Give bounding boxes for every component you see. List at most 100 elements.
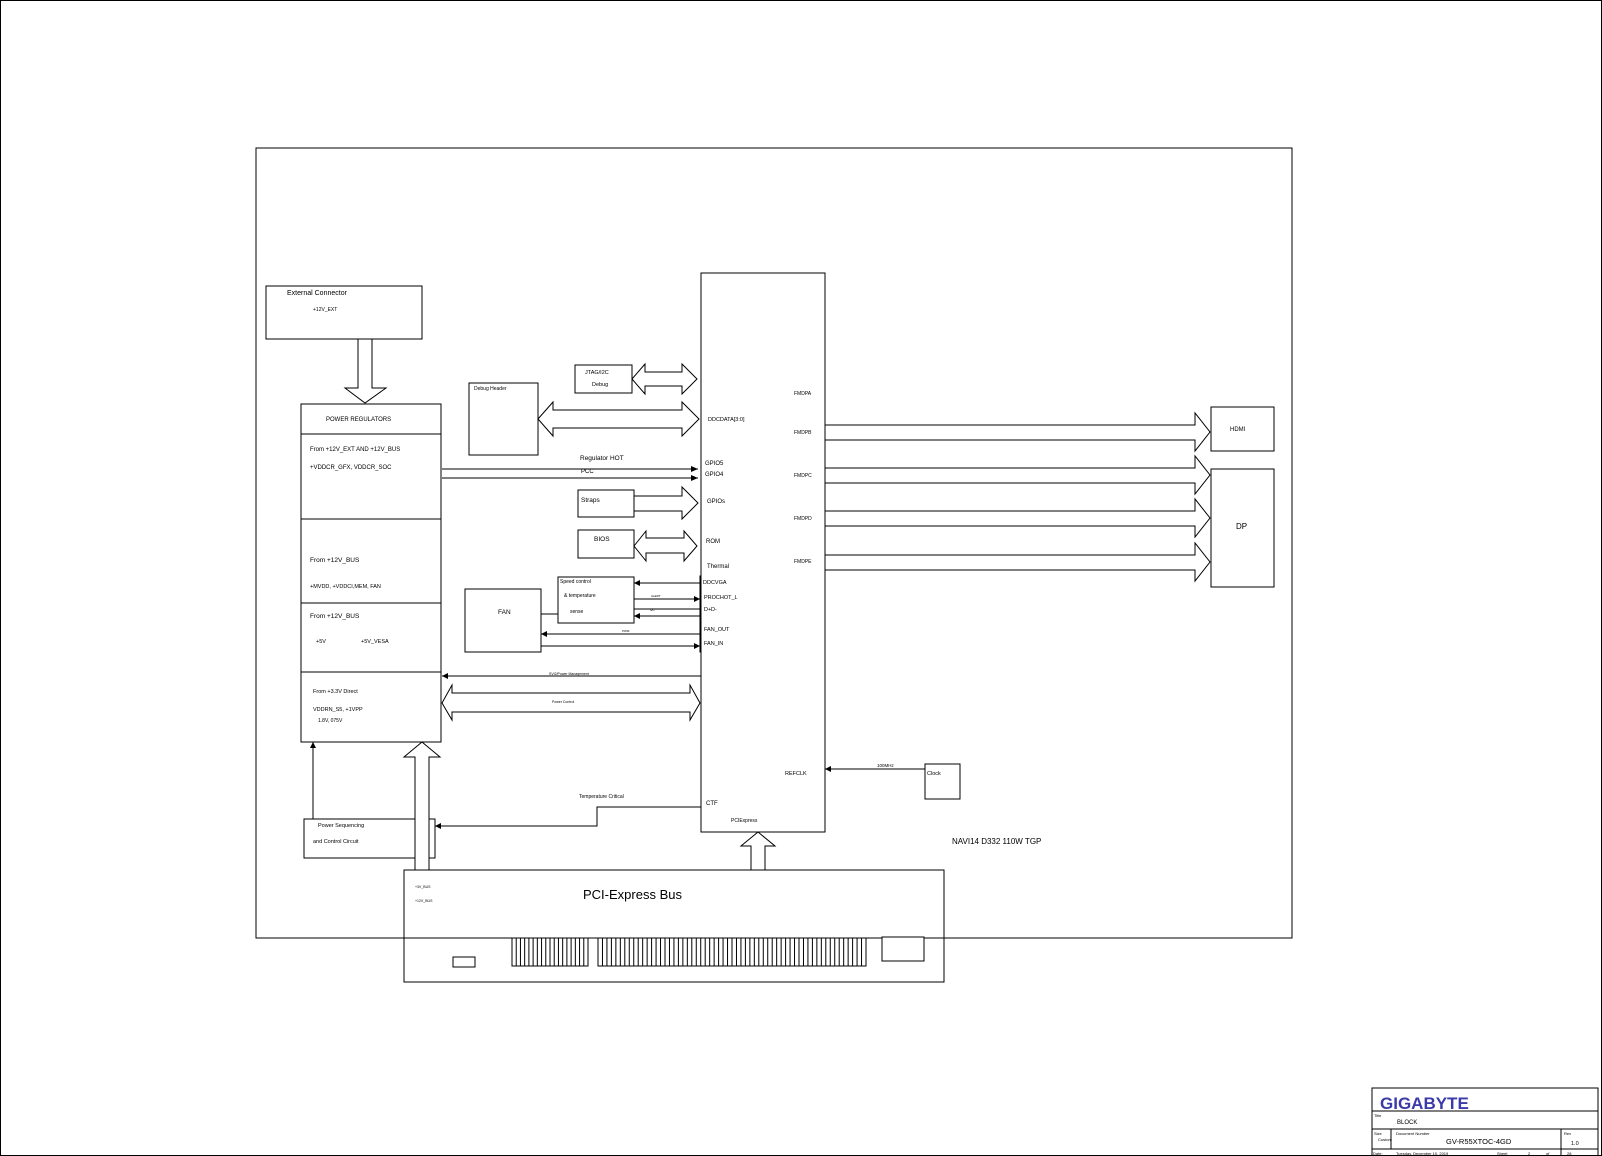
svi2-label: SVI2/Power Management — [549, 672, 589, 676]
dp-label: DP — [1236, 522, 1247, 531]
power-sequencing-line2: and Control Circuit — [313, 839, 359, 845]
display-output-arrows — [824, 411, 1211, 583]
gpu-pin-thermal: Thermal — [707, 564, 729, 570]
speed-control-line1: Speed control — [560, 579, 591, 585]
gpu-pin-pciexpress: PCIExpress — [731, 818, 758, 824]
speed-control-line3: sense — [570, 609, 584, 615]
power-control-bidir-arrow — [441, 683, 701, 722]
svi2-signal: SVI2/Power Management — [442, 672, 701, 679]
ddc-bidir-arrow — [537, 400, 700, 438]
regulator-s3-line2b: +5V_VESA — [361, 639, 389, 645]
alert-label: ALERT — [651, 594, 661, 598]
pcie-key-right — [881, 936, 925, 962]
doc-number-value: GV-R55XTOC-4GD — [1446, 1137, 1512, 1146]
gpu-pin-gpio4: GPIO4 — [705, 472, 724, 478]
clock-label: Clock — [927, 771, 941, 777]
board-note: NAVI14 D332 110W TGP — [952, 837, 1041, 846]
power-sequencing-block: Power Sequencing and Control Circuit — [303, 818, 436, 859]
gpu-pin-fanin: FAN_IN — [704, 641, 723, 647]
power-seq-to-regulator-signal — [310, 742, 316, 819]
of-label: of — [1546, 1151, 1550, 1156]
date-value: Tuesday, December 10, 2019 — [1396, 1151, 1449, 1156]
gpu-pin-fmdpc: FMDPC — [794, 473, 812, 479]
hdmi-connector: HDMI — [1210, 406, 1275, 452]
gpu-pin-ddc: DDCDATA[3:0] — [708, 417, 745, 423]
straps-to-gpu-arrow — [633, 485, 699, 521]
pcie-finger-group-b — [597, 937, 867, 967]
pcie-bus-title: PCI-Express Bus — [583, 887, 682, 902]
pcie-key-left — [452, 956, 476, 968]
regulator-s2-line2: +MVDD, +VDDCI,MEM, FAN — [310, 584, 381, 590]
gpu-pin-fmdpb: FMDPB — [794, 430, 812, 436]
regulator-s1-line1: From +12V_EXT AND +12V_BUS — [310, 447, 400, 453]
pcc-label: PCC — [581, 469, 594, 475]
debug-header-block: Debug Header — [468, 382, 539, 456]
title-label: Title — [1374, 1113, 1382, 1118]
pcc-signal: PCC — [442, 469, 698, 481]
rev-value: 1.0 — [1571, 1141, 1579, 1147]
pcie-rail-12v: +12V_BUS — [415, 899, 433, 903]
gpu-pin-fanout: FAN_OUT — [704, 627, 730, 633]
gpu-pin-fmdpe: FMDPE — [794, 559, 812, 565]
sheet-label: Sheet — [1497, 1151, 1508, 1156]
pcie-to-gpu-arrow — [739, 831, 777, 871]
speed-control-block: Speed control & temperature sense — [557, 576, 635, 624]
pcie-finger-group-a — [511, 937, 589, 967]
doc-number-label: Document Number — [1396, 1131, 1430, 1136]
regulator-s4-line1: From +3.3V Direct — [313, 689, 358, 695]
temperature-critical-signal: Temperature Critical — [435, 794, 701, 829]
external-connector-title: External Connector — [287, 290, 348, 297]
bios-label: BIOS — [594, 536, 610, 543]
dp-connector: DP — [1210, 468, 1275, 588]
fan-label: FAN — [498, 609, 511, 616]
jtag-block: JTAG/I2C Debug — [574, 364, 633, 394]
connector-to-regulator-arrow — [343, 338, 388, 404]
fmdpb-to-hdmi-arrow — [824, 411, 1211, 453]
bios-bidir-arrow — [633, 529, 698, 563]
fan-block: FAN — [464, 588, 542, 653]
size-value: Custom — [1378, 1137, 1392, 1142]
fmdpe-to-dp-arrow — [824, 541, 1211, 583]
straps-block: Straps — [577, 489, 635, 518]
power-sequencing-line1: Power Sequencing — [318, 823, 364, 829]
fmdpd-to-dp-arrow — [824, 497, 1211, 539]
bus-to-regulator-arrow — [402, 741, 442, 871]
power-regulators-title: POWER REGULATORS — [326, 417, 391, 423]
regulator-hot-signal: Regulator HOT — [442, 455, 698, 472]
debug-header-label: Debug Header — [474, 386, 507, 392]
gpu-pin-dminus: D- — [711, 607, 717, 613]
gpu-block: DDCDATA[3:0] GPIO5 GPIO4 GPIOs ROM Therm… — [700, 272, 826, 833]
gpu-pin-gpio5: GPIO5 — [705, 461, 724, 467]
gpu-pin-refclk: REFCLK — [785, 771, 807, 777]
regulator-s1-line2: +VDDCR_GFX, VDDCR_SOC — [310, 465, 392, 471]
jtag-bidir-arrow — [631, 362, 698, 396]
power-regulators-block: POWER REGULATORS From +12V_EXT AND +12V_… — [300, 403, 442, 743]
rev-label: Rev — [1564, 1131, 1571, 1136]
regulator-s4-line3: 1.8V, 075V — [318, 718, 343, 724]
fmdpc-to-dp-arrow — [824, 454, 1211, 496]
straps-label: Straps — [581, 497, 601, 504]
power-control-label: Power Control — [552, 700, 574, 704]
of-value: 28 — [1567, 1151, 1572, 1156]
refclk-freq-label: 100MHz — [877, 763, 895, 768]
external-connector-block: External Connector +12V_EXT — [265, 285, 423, 340]
gpu-pin-fmdpd: FMDPD — [794, 516, 812, 522]
gpu-pin-rom: ROM — [706, 539, 720, 545]
jtag-line1: JTAG/I2C — [585, 370, 609, 376]
gpu-pin-gpios: GPIOs — [707, 499, 725, 505]
hdmi-label: HDMI — [1230, 427, 1246, 433]
sheet-value: 2 — [1528, 1151, 1531, 1156]
fan-pwm-label: PWM — [622, 629, 630, 633]
speed-control-signals: ALERT I2C — [634, 580, 700, 619]
gpu-pin-ctf: CTF — [706, 801, 718, 807]
regulator-s3-line2a: +5V — [316, 639, 326, 645]
clock-block: Clock — [924, 763, 961, 800]
refclk-signal: 100MHz — [825, 763, 925, 772]
jtag-line2: Debug — [592, 382, 608, 388]
external-connector-net: +12V_EXT — [313, 307, 337, 313]
regulator-hot-label: Regulator HOT — [580, 455, 624, 462]
title-block: GIGABYTE Title BLOCK Size Custom Documen… — [1371, 1087, 1599, 1156]
i2c-label: I2C — [650, 608, 656, 612]
gpu-pin-prochot: PROCHOT_L — [704, 595, 738, 601]
